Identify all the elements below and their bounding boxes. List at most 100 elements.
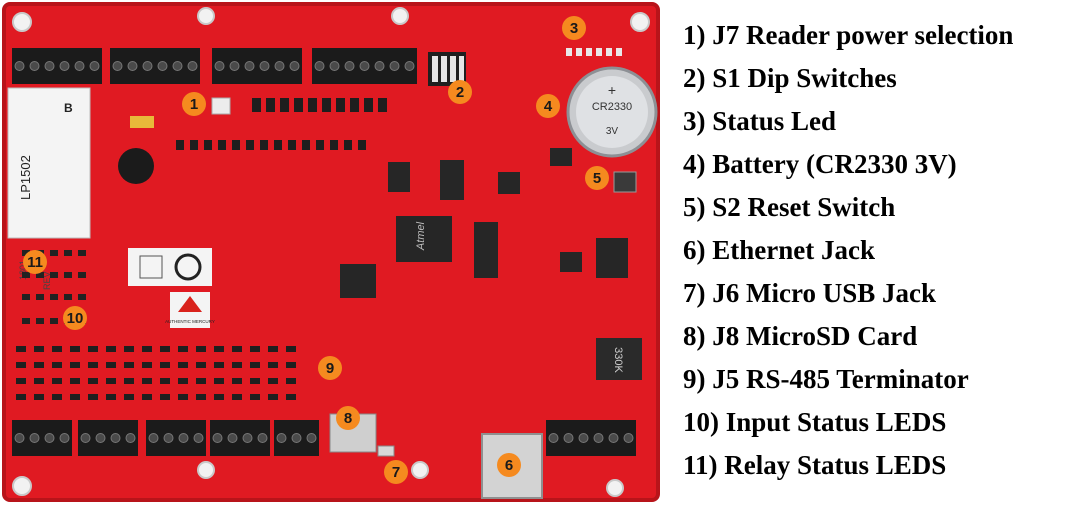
mounting-holes [12, 7, 650, 497]
orange-dot-icon [497, 453, 521, 477]
terminal-screw [276, 433, 287, 443]
terminal-screw [623, 433, 634, 443]
callout-4: 4 [536, 94, 560, 118]
led [34, 394, 44, 400]
callout-number: 11 [27, 254, 43, 271]
terminal-screw [229, 61, 240, 71]
callout-3: 3 [562, 16, 586, 40]
terminal-screw [244, 61, 255, 71]
status-led [566, 48, 572, 56]
led [250, 378, 260, 384]
legend-item-1: 1) J7 Reader power selection [683, 20, 1014, 50]
terminal-screw [257, 433, 268, 443]
led [22, 294, 30, 300]
main-chip-brand: Atmel [415, 221, 427, 251]
led [196, 378, 206, 384]
micro-usb-jack [377, 445, 395, 457]
led [160, 362, 170, 368]
led [286, 378, 296, 384]
led [78, 250, 86, 256]
led [106, 362, 116, 368]
battery-type: CR2330 [592, 101, 632, 113]
resistor [176, 140, 184, 150]
svg-text:+: + [608, 82, 616, 98]
orange-dot-icon [536, 94, 560, 118]
status-led [586, 48, 592, 56]
callout-11: 11 [23, 250, 47, 274]
callout-number: 10 [67, 310, 84, 327]
led [70, 346, 80, 352]
terminal-screw [14, 433, 25, 443]
led [286, 394, 296, 400]
legend-item-2: 2) S1 Dip Switches [683, 63, 897, 93]
orange-dot-icon [182, 92, 206, 116]
battery-holder: + CR2330 3V [566, 66, 658, 158]
led [106, 346, 116, 352]
led [124, 394, 134, 400]
buzzer [118, 148, 154, 184]
orange-dot-icon [23, 250, 47, 274]
led [214, 378, 224, 384]
led [50, 294, 58, 300]
led [22, 250, 30, 256]
component-legend: 1) J7 Reader power selection 2) S1 Dip Sw… [683, 14, 1078, 487]
callout-number: 4 [544, 98, 553, 115]
resistor [336, 98, 345, 112]
resistor [302, 140, 310, 150]
terminal-screw [214, 61, 225, 71]
bottom-terminal-blocks [12, 420, 636, 456]
led [34, 346, 44, 352]
led [286, 362, 296, 368]
orange-dot-icon [585, 166, 609, 190]
callout-8: 8 [336, 406, 360, 430]
resistor [344, 140, 352, 150]
terminal-block [110, 48, 200, 84]
legend-item-3: 3) Status Led [683, 106, 837, 136]
jumper-j7 [211, 97, 231, 115]
led [268, 362, 278, 368]
terminal-screw [80, 433, 91, 443]
resistor [378, 98, 387, 112]
led [142, 378, 152, 384]
resistor [232, 140, 240, 150]
orange-dot-icon [63, 306, 87, 330]
led [196, 394, 206, 400]
resistor [308, 98, 317, 112]
led [178, 378, 188, 384]
terminal-screw [29, 61, 40, 71]
led [88, 378, 98, 384]
led [78, 294, 86, 300]
terminal-screw [172, 61, 183, 71]
terminal-block [12, 48, 102, 84]
terminal-block [212, 48, 302, 84]
legend-item-9: 9) J5 RS-485 Terminator [683, 364, 969, 394]
terminal-screw [59, 433, 70, 443]
status-led [616, 48, 622, 56]
led [16, 362, 26, 368]
led [142, 394, 152, 400]
led [214, 394, 224, 400]
terminal-screw [314, 61, 325, 71]
resistor [190, 140, 198, 150]
pcb-body [4, 4, 658, 500]
terminal-screw [127, 61, 138, 71]
terminal-screw [142, 61, 153, 71]
terminal-screw [404, 61, 415, 71]
led [70, 362, 80, 368]
legend-item-4: 4) Battery (CR2330 3V) [683, 149, 957, 179]
orange-dot-icon [336, 406, 360, 430]
terminal-screw [212, 433, 223, 443]
led [88, 362, 98, 368]
orange-dot-icon [384, 460, 408, 484]
yellow-capacitor [130, 116, 154, 128]
led [124, 346, 134, 352]
top-terminal-blocks [12, 48, 417, 84]
legend-item-11: 11) Relay Status LEDS [683, 450, 947, 480]
resistor [260, 140, 268, 150]
terminal-screw [163, 433, 174, 443]
orange-dot-icon [562, 16, 586, 40]
status-led [576, 48, 582, 56]
led [22, 272, 30, 278]
terminal-screw [593, 433, 604, 443]
resistor [294, 98, 303, 112]
